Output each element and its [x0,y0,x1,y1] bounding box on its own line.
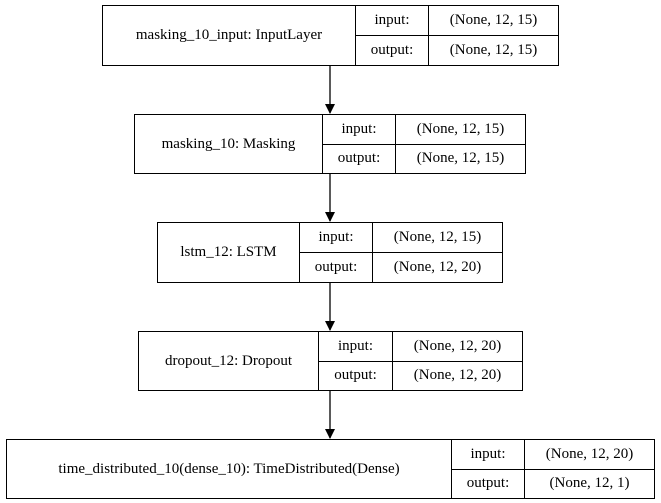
output-label: output: [319,360,392,391]
input-shape: (None, 12, 15) [393,229,482,245]
input-label: input: [318,229,354,245]
input-shape: (None, 12, 15) [416,120,505,137]
layer-node-masking-10-input: masking_10_input: InputLayer input: outp… [102,5,559,66]
input-shape: (None, 12, 20) [545,445,634,462]
layer-node-dropout-12: dropout_12: Dropout input: output: (None… [138,331,523,391]
input-label: input: [470,445,506,462]
layer-name: time_distributed_10(dense_10): TimeDistr… [7,440,452,498]
output-shape: (None, 12, 15) [429,35,558,65]
layer-node-time-distributed-10: time_distributed_10(dense_10): TimeDistr… [6,439,655,499]
output-label: output: [356,35,428,65]
layer-name: lstm_12: LSTM [158,223,300,282]
layer-name: dropout_12: Dropout [139,332,319,390]
output-label: output: [452,468,524,499]
layer-name: masking_10: Masking [135,115,323,173]
input-label: input: [337,337,373,354]
input-shape: (None, 12, 15) [449,12,538,28]
output-shape: (None, 12, 20) [393,360,522,391]
output-shape: (None, 12, 1) [525,468,654,499]
input-label: input: [341,120,377,137]
output-shape: (None, 12, 15) [396,143,525,174]
layer-node-masking-10: masking_10: Masking input: output: (None… [134,114,526,174]
input-label: input: [374,12,410,28]
output-label: output: [323,143,395,174]
output-shape: (None, 12, 20) [373,252,502,282]
output-label: output: [300,252,372,282]
input-shape: (None, 12, 20) [413,337,502,354]
layer-name: masking_10_input: InputLayer [103,6,356,65]
layer-node-lstm-12: lstm_12: LSTM input: output: (None, 12, … [157,222,503,283]
